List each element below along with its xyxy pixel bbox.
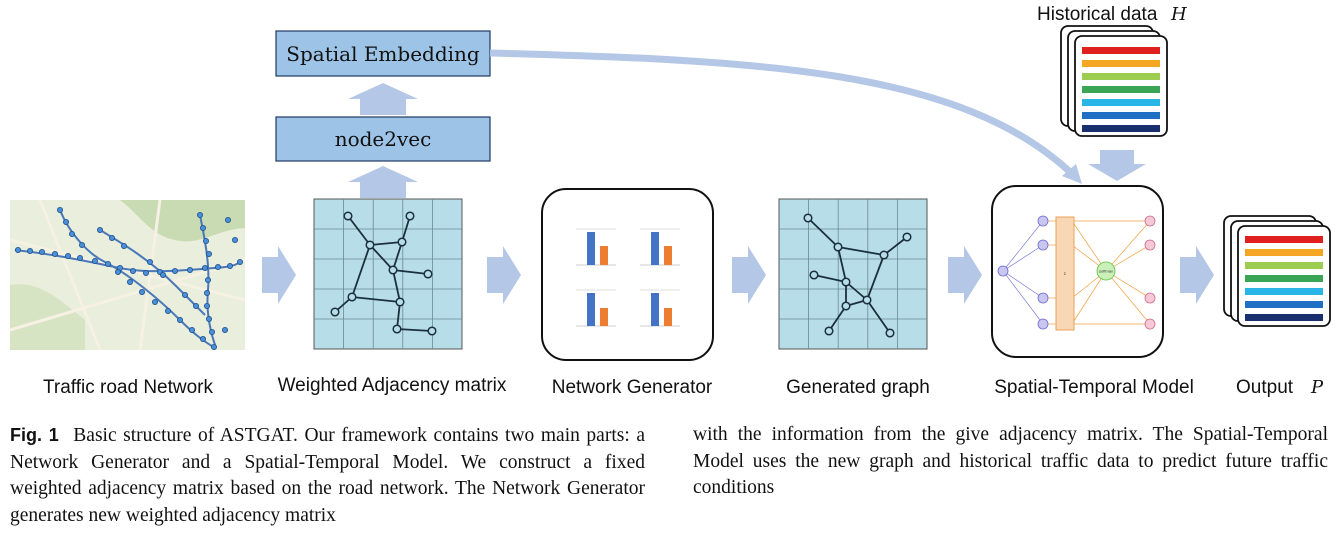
up-arrow-lower <box>348 166 418 198</box>
data-stripe <box>1082 86 1160 93</box>
mini-bar-chart <box>576 289 616 327</box>
output-stripes <box>1245 236 1323 321</box>
data-stripe <box>1082 73 1160 80</box>
stage-label-generated-graph: Generated graph <box>786 377 930 398</box>
figure-label: Fig. 1 <box>10 425 59 445</box>
network-generator-panel <box>541 188 714 361</box>
caption-right-text: with the information from the give adjac… <box>693 424 1328 498</box>
flow-arrow-5 <box>1180 246 1214 304</box>
data-stripe <box>1082 99 1160 106</box>
node2vec-box: node2vec <box>275 116 491 162</box>
mini-bar-chart <box>576 228 616 266</box>
embedding-curve-arrow <box>489 49 1073 175</box>
softmax-node <box>1096 261 1116 281</box>
data-stripe <box>1245 314 1323 321</box>
traffic-road-network-map <box>9 199 246 351</box>
output-stack <box>1223 215 1331 327</box>
mini-bar-chart <box>640 289 680 327</box>
historical-data-stack <box>1060 25 1168 137</box>
historical-data-label: Historical data <box>1037 4 1158 25</box>
flow-arrow-2 <box>487 246 521 304</box>
data-stripe <box>1245 262 1323 269</box>
data-stripe <box>1082 60 1160 67</box>
flow-arrow-4 <box>948 246 982 304</box>
up-arrow-upper <box>348 83 418 115</box>
output-var: P <box>1310 377 1324 398</box>
data-stripe <box>1245 288 1323 295</box>
stage-label-spatial-temporal-model: Spatial-Temporal Model <box>994 377 1194 398</box>
data-stripe <box>1082 112 1160 119</box>
astgat-diagram: Spatial Embedding node2vec <box>9 4 1331 398</box>
down-arrow-historical <box>1088 150 1146 181</box>
caption-left-column: Fig. 1 Basic structure of ASTGAT. Our fr… <box>10 422 645 529</box>
caption-left-text: Basic structure of ASTGAT. Our framework… <box>10 425 645 526</box>
sum-label: Σ <box>1064 271 1067 276</box>
caption-right-column: with the information from the give adjac… <box>693 422 1328 529</box>
attention-layer-bar <box>1055 216 1075 331</box>
softmax-label: softmax <box>1099 269 1113 274</box>
stage-label-traffic-road-network: Traffic road Network <box>43 377 213 398</box>
data-stripe <box>1082 125 1160 132</box>
node2vec-label: node2vec <box>335 127 432 151</box>
data-stripe <box>1245 236 1323 243</box>
figure-caption: Fig. 1 Basic structure of ASTGAT. Our fr… <box>10 422 1328 529</box>
historical-data-stripes <box>1082 47 1160 132</box>
mini-bar-chart <box>640 228 680 266</box>
flow-arrow-1 <box>262 246 296 304</box>
data-stripe <box>1245 301 1323 308</box>
spatial-embedding-label: Spatial Embedding <box>286 42 480 66</box>
spatial-embedding-box: Spatial Embedding <box>275 30 491 77</box>
embedding-curve-arrowhead <box>1062 164 1082 184</box>
stage-label-network-generator: Network Generator <box>552 377 713 398</box>
spatial-temporal-model-panel: Σ softmax <box>991 185 1164 358</box>
data-stripe <box>1082 47 1160 54</box>
flow-arrow-3 <box>732 246 766 304</box>
data-stripe <box>1245 249 1323 256</box>
historical-data-var: H <box>1170 4 1187 25</box>
stage-label-weighted-adjacency-matrix: Weighted Adjacency matrix <box>278 375 507 396</box>
generated-graph-grid <box>778 198 928 350</box>
data-stripe <box>1245 275 1323 282</box>
weighted-adjacency-matrix-grid <box>313 198 463 350</box>
output-label: Output <box>1236 377 1294 398</box>
